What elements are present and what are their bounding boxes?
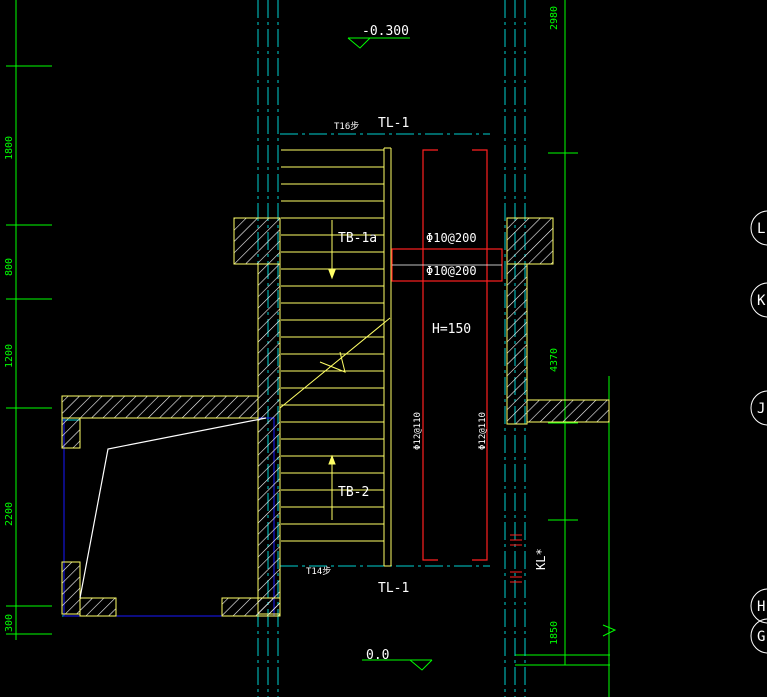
wall-left-column [257, 263, 281, 615]
stair-handrail [279, 147, 392, 567]
left-dimension-texts: 1800 800 1200 2200 300 [4, 136, 15, 632]
red-rebar-lines [391, 149, 503, 561]
wall-right-upper-pier [506, 217, 554, 265]
right-dimension-texts: 2980 4370 1850 [549, 6, 560, 645]
grid-bubble-circle [750, 618, 767, 654]
grid-bubble-label: K [757, 293, 766, 309]
step-top-label: T16步 [334, 121, 359, 132]
slab-thickness-label: H=150 [432, 322, 471, 337]
rebar-left-vertical-label: Φ12@110 [413, 412, 423, 450]
left-dimension-chain [6, 0, 52, 640]
grid-bubbles: L K J HG [750, 210, 767, 654]
wall-bottom-segment [79, 597, 117, 617]
grid-bubble-circle [750, 390, 767, 426]
grid-bubble-label: H [757, 599, 765, 615]
dim-left-1: 1800 [4, 136, 15, 160]
beam-top-label: TL-1 [378, 116, 409, 131]
rebar-top-label: Φ10@200 [426, 231, 477, 245]
wall-right-column [506, 263, 528, 425]
wall-horizontal-beam [61, 395, 259, 419]
dim-right-1: 2980 [549, 6, 560, 30]
slab-upper-label: TB-1a [338, 231, 377, 246]
side-beam-marks [510, 534, 522, 583]
wall-left-vertical [61, 417, 81, 449]
dim-right-3: 1850 [549, 621, 560, 645]
dim-left-5: 300 [4, 614, 15, 632]
stair-arrows [328, 220, 336, 520]
grid-bubble-circle [750, 210, 767, 246]
cyan-axis-lines [62, 0, 526, 697]
step-bottom-label: T14步 [306, 566, 331, 577]
grid-bubble-label: L [757, 221, 765, 237]
dim-left-3: 1200 [4, 344, 15, 368]
slab-lower-label: TB-2 [338, 485, 369, 500]
elevation-markers [347, 37, 433, 671]
wall-right-ledge [526, 399, 610, 423]
right-dimension-chain [515, 0, 617, 697]
grid-bubble-circle [750, 282, 767, 318]
dim-left-2: 800 [4, 258, 15, 276]
grid-bubble-label: G [757, 629, 765, 645]
wall-left-upper-pier [233, 217, 281, 265]
side-beam-label: KL* [534, 548, 548, 570]
beam-bottom-label: TL-1 [378, 581, 409, 596]
rebar-bottom-label: Φ10@200 [426, 264, 477, 278]
rebar-right-vertical-label: Φ12@110 [478, 412, 488, 450]
wall-bottom-right-pier [221, 597, 281, 617]
elevation-bottom-label: 0.0 [366, 648, 389, 663]
wall-left-bottom-pier [61, 561, 81, 615]
dim-left-4: 2200 [4, 502, 15, 526]
grid-bubble-label: J [757, 401, 765, 417]
walls [61, 217, 610, 617]
dim-right-2: 4370 [549, 348, 560, 372]
room-diagonal [79, 417, 267, 599]
grid-bubble-circle [750, 588, 767, 624]
elevation-top-label: -0.300 [362, 24, 409, 39]
